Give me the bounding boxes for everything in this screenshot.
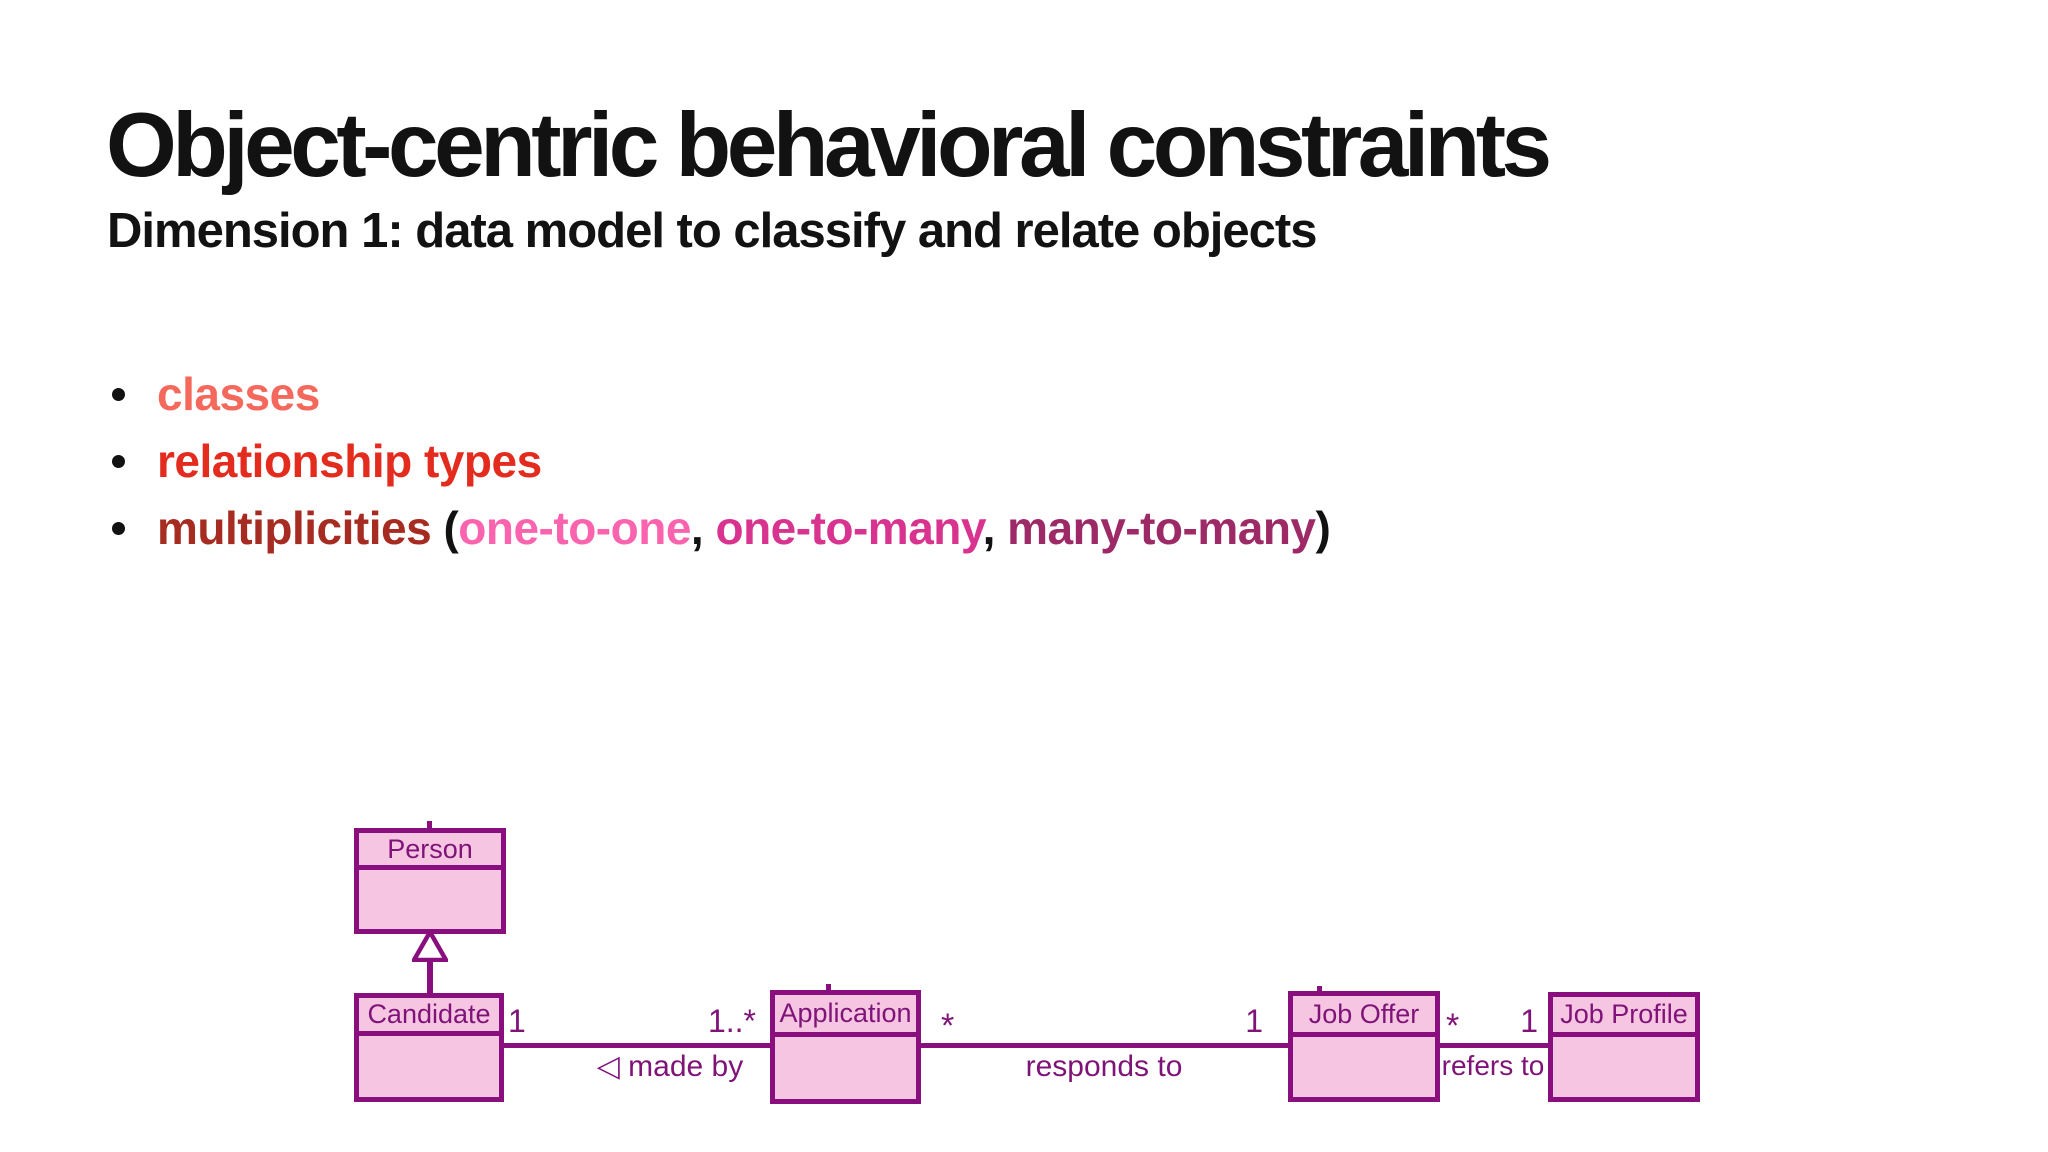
connector-stub [826,984,831,991]
bullet-item-classes: classes [112,366,320,422]
bullet-label-relationship-types: relationship types [157,435,542,487]
one-to-many-word: one-to-many [715,502,983,554]
multiplicity-application-right: * [941,1007,955,1045]
page-subtitle: Dimension 1: data model to classify and … [107,204,1317,258]
bullet-dot [112,521,125,535]
comma: , [982,502,1008,554]
multiplicity-job-offer-left: 1 [1245,1003,1263,1039]
page-title: Object-centric behavioral constraints [106,95,1552,196]
generalization-stem [427,960,433,994]
association-label-made-by: ◁ made by [596,1050,744,1083]
class-box-application: Application [770,990,921,1104]
class-box-job-offer: Job Offer [1288,991,1440,1102]
multiplicity-job-offer-right: * [1446,1007,1460,1045]
multiplicity-candidate: 1 [508,1003,526,1039]
association-line-responds-to [921,1043,1288,1048]
multiplicity-application-left: 1..* [707,1003,756,1039]
association-label-refers-to: refers to [1441,1050,1545,1081]
open-paren: ( [431,502,459,554]
class-name-job-offer: Job Offer [1293,996,1435,1037]
class-name-person: Person [359,833,501,870]
bullet-label-multiplicities: multiplicities (one-to-one, one-to-many,… [157,501,1331,555]
class-box-person: Person [354,828,506,934]
multiplicity-job-profile-left: 1 [1520,1003,1538,1039]
comma: , [690,502,716,554]
class-name-candidate: Candidate [359,998,499,1036]
close-paren: ) [1315,502,1331,554]
bullet-label-classes: classes [157,368,320,420]
association-line-refers-to [1440,1043,1548,1048]
class-box-candidate: Candidate [354,993,504,1102]
class-name-application: Application [775,995,916,1037]
bullet-dot [112,387,125,401]
bullet-dot [112,454,125,468]
association-line-made-by [504,1043,770,1048]
bullet-item-relationship-types: relationship types [112,433,542,489]
connector-stub [1317,986,1322,992]
many-to-many-word: many-to-many [1007,502,1316,554]
one-to-one-word: one-to-one [458,502,691,554]
class-box-job-profile: Job Profile [1548,992,1700,1102]
class-name-job-profile: Job Profile [1553,997,1695,1037]
multiplicities-word: multiplicities [157,502,432,554]
connector-stub [427,821,432,829]
generalization-triangle-icon [412,930,448,962]
association-label-responds-to: responds to [1025,1050,1183,1083]
bullet-item-multiplicities: multiplicities (one-to-one, one-to-many,… [112,500,1331,556]
